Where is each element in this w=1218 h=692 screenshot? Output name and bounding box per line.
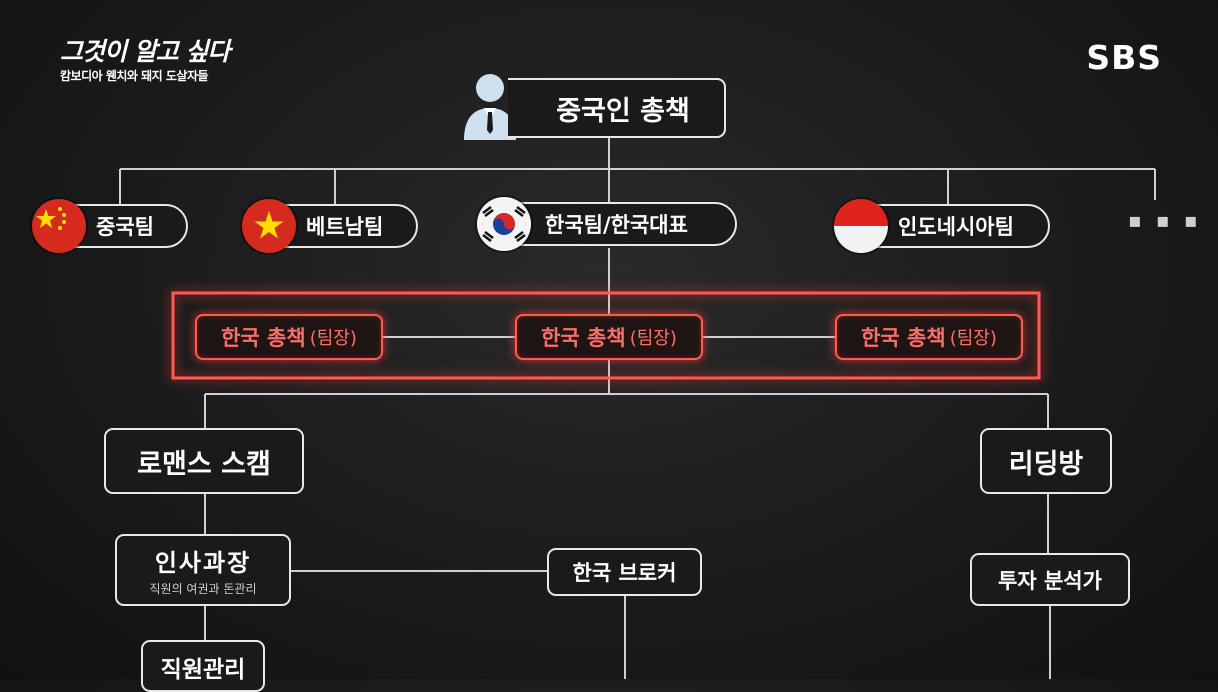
role-label: 투자 분석가 [998,568,1102,593]
vietnam-flag-icon [242,199,296,253]
broadcaster-logo: SBS [1086,38,1162,77]
leader-box-3: 한국 총책 (팀장) [835,314,1023,360]
leader-role: (팀장) [309,328,357,349]
division-reading-room: 리딩방 [980,428,1112,494]
program-subtitle: 캄보디아 웬치와 돼지 도살자들 [60,69,209,83]
role-investment-analyst: 투자 분석가 [970,553,1130,606]
more-teams-indicator: ▪ ▪ ▪ [1128,208,1202,232]
team-korea: 한국팀/한국대표 [477,197,737,251]
team-label: 인도네시아팀 [898,215,1014,239]
team-label: 한국팀/한국대표 [545,213,688,237]
role-hr-manager: 인사과장 직원의 여권과 돈관리 [115,534,291,606]
role-korean-broker: 한국 브로커 [547,548,702,596]
top-node-chinese-boss: 중국인 총책 [508,78,726,138]
indonesia-flag-icon [834,199,888,253]
division-label: 로맨스 스캠 [137,448,271,480]
team-label: 중국팀 [96,215,154,239]
leader-role: (팀장) [949,328,997,349]
division-romance-scam: 로맨스 스캠 [104,428,304,494]
role-staff-management: 직원관리 [141,640,265,692]
role-title: 인사과장 [154,549,252,577]
china-flag-icon [32,199,86,253]
division-label: 리딩방 [1008,448,1084,480]
team-vietnam: 베트남팀 [242,199,418,253]
team-indonesia: 인도네시아팀 [834,199,1050,253]
top-node-label: 중국인 총책 [556,95,690,127]
leader-title: 한국 총책 [541,326,626,350]
korea-flag-icon [477,197,531,251]
role-description: 직원의 여권과 돈관리 [149,582,257,596]
leader-box-2: 한국 총책 (팀장) [515,314,703,360]
team-china: 중국팀 [32,199,188,253]
program-logo: 그것이 알고 싶다 캄보디아 웬치와 돼지 도살자들 [60,38,260,84]
leader-role: (팀장) [629,328,677,349]
team-label: 베트남팀 [306,215,384,239]
person-suit-icon [458,68,522,140]
leader-title: 한국 총책 [861,326,946,350]
leader-title: 한국 총책 [221,326,306,350]
role-label: 한국 브로커 [572,561,677,585]
program-title: 그것이 알고 싶다 [60,37,230,66]
leader-box-1: 한국 총책 (팀장) [195,314,383,360]
